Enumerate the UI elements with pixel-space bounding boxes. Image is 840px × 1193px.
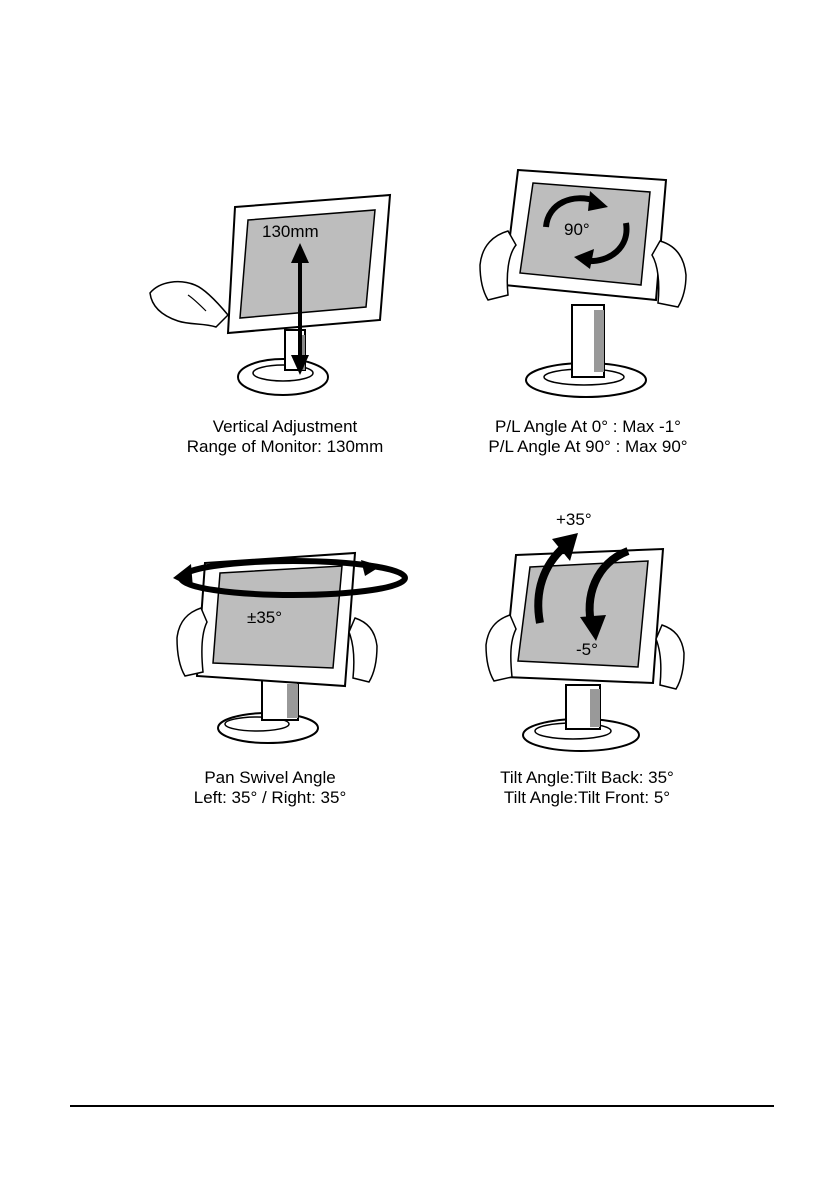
figure-vertical-adjustment: 130mm <box>140 185 400 400</box>
tilt-front-label: -5° <box>576 640 598 659</box>
caption-vertical-adjustment: Vertical Adjustment Range of Monitor: 13… <box>160 417 410 457</box>
figure-swivel: ±35° <box>165 548 415 748</box>
caption-swivel-line1: Pan Swivel Angle <box>160 768 380 788</box>
caption-pivot-line1: P/L Angle At 0° : Max -1° <box>468 417 708 437</box>
pivot-illustration: 90° <box>478 165 688 400</box>
vertical-range-label: 130mm <box>262 222 319 241</box>
swivel-illustration: ±35° <box>165 548 415 748</box>
caption-tilt-line1: Tilt Angle:Tilt Back: 35° <box>462 768 712 788</box>
figure-tilt: +35° -5° <box>478 505 688 760</box>
pivot-angle-label: 90° <box>564 220 590 239</box>
vertical-adjustment-illustration: 130mm <box>140 185 400 400</box>
caption-swivel: Pan Swivel Angle Left: 35° / Right: 35° <box>160 768 380 808</box>
caption-vertical-line2: Range of Monitor: 130mm <box>160 437 410 457</box>
caption-pivot: P/L Angle At 0° : Max -1° P/L Angle At 9… <box>468 417 708 457</box>
swivel-angle-label: ±35° <box>247 608 282 627</box>
figure-pivot: 90° <box>478 165 688 400</box>
caption-pivot-line2: P/L Angle At 90° : Max 90° <box>468 437 708 457</box>
caption-tilt-line2: Tilt Angle:Tilt Front: 5° <box>462 788 712 808</box>
caption-swivel-line2: Left: 35° / Right: 35° <box>160 788 380 808</box>
tilt-back-label: +35° <box>556 510 592 529</box>
footer-rule <box>70 1105 774 1107</box>
caption-tilt: Tilt Angle:Tilt Back: 35° Tilt Angle:Til… <box>462 768 712 808</box>
caption-vertical-line1: Vertical Adjustment <box>160 417 410 437</box>
tilt-illustration: +35° -5° <box>478 505 688 760</box>
